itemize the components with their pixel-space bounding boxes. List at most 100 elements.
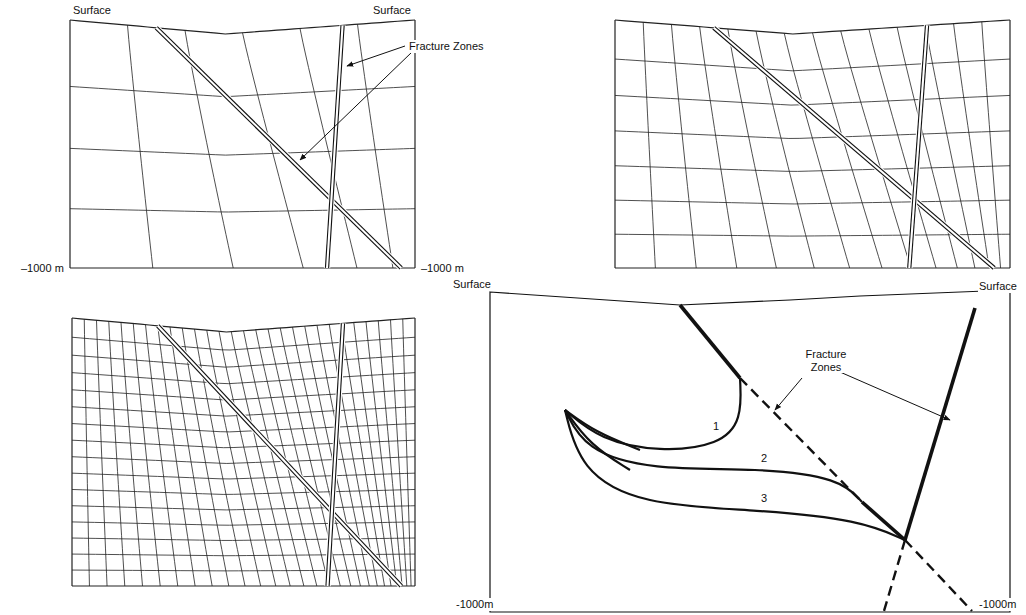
label: –1000 m: [20, 262, 65, 275]
mesh-line: [219, 331, 276, 586]
mesh-panel: [72, 318, 415, 588]
mesh-line: [84, 319, 89, 586]
mesh-line: [256, 330, 317, 586]
mesh-line: [244, 331, 304, 586]
mesh-line: [70, 209, 415, 212]
inferred-fracture: [905, 540, 972, 611]
fracture-zone: [908, 25, 926, 268]
mesh-line: [71, 318, 72, 586]
mesh-line: [756, 31, 814, 268]
mesh-line: [391, 320, 407, 586]
mesh-line: [72, 489, 415, 494]
mesh-line: [121, 322, 143, 586]
callout-number: 3: [760, 492, 768, 505]
label: Surface: [978, 280, 1018, 293]
mesh-line: [615, 166, 1010, 172]
fracture-zone: [329, 25, 345, 268]
label: Surface: [72, 4, 112, 17]
fracture-zone: [905, 308, 975, 540]
mesh-line: [72, 373, 415, 384]
mesh-line: [615, 59, 1010, 71]
mesh-line: [615, 20, 1010, 34]
mesh-line: [182, 328, 229, 586]
mesh-line: [133, 324, 160, 586]
mesh-line: [72, 585, 415, 586]
fracture-zone-fill: [906, 25, 930, 268]
mesh-line: [671, 24, 696, 268]
fracture-zone: [329, 323, 344, 586]
mesh-line: [158, 326, 195, 586]
mesh-line: [207, 330, 261, 586]
mesh-line: [70, 267, 415, 268]
mesh-line: [414, 318, 415, 586]
fracture-zone-fill: [324, 25, 346, 268]
flow-path: [565, 410, 905, 540]
leader-line: [840, 372, 950, 420]
mesh-line: [954, 24, 990, 268]
label: Surface: [452, 278, 492, 291]
callout-number: 2: [760, 452, 768, 465]
fracture-zone-fill: [154, 25, 403, 270]
fracture-zone: [157, 327, 401, 587]
mesh-line: [146, 325, 178, 586]
mesh-line: [70, 20, 415, 34]
fracture-zone-fill: [712, 25, 997, 270]
flow-path: [565, 410, 640, 450]
leader-line: [300, 52, 412, 160]
flow-path: [565, 378, 741, 449]
callout-number: 1: [712, 420, 720, 433]
fracture-zone: [862, 502, 905, 540]
fracture-panel: [490, 290, 1010, 612]
mesh-line: [70, 86, 415, 96]
panel-outline: [490, 290, 1010, 612]
label: Surface: [372, 4, 412, 17]
mesh-line: [414, 20, 415, 268]
fracture-zone: [325, 25, 341, 268]
mesh-line: [700, 27, 737, 268]
fracture-zone: [155, 29, 400, 269]
mesh-line: [615, 200, 1010, 204]
fracture-zone: [157, 27, 402, 267]
mesh-line: [72, 318, 415, 332]
label: –1000 m: [420, 262, 465, 275]
leader-line: [347, 46, 405, 66]
mesh-line: [70, 148, 415, 155]
inferred-fracture: [884, 540, 905, 611]
mesh-line: [615, 267, 1010, 268]
fracture-zone-fill: [324, 323, 346, 586]
mesh-panel: [615, 20, 1010, 270]
fracture-zone: [680, 305, 740, 378]
mesh-panel: [70, 20, 415, 270]
flow-path: [565, 410, 630, 470]
mesh-line: [982, 22, 1001, 268]
mesh-line: [784, 33, 849, 268]
mesh-line: [72, 473, 415, 479]
mesh-line: [97, 320, 108, 586]
inferred-fracture: [740, 378, 862, 502]
mesh-line: [354, 323, 391, 586]
mesh-line: [813, 33, 883, 268]
label: Fracture Zones: [795, 348, 857, 373]
fracture-zone: [159, 325, 403, 585]
label: -1000m: [978, 598, 1017, 611]
mesh-line: [72, 522, 415, 525]
mesh-line: [72, 538, 415, 540]
mesh-line: [614, 20, 615, 268]
mesh-line: [72, 554, 415, 556]
mesh-line: [643, 22, 655, 268]
mesh-line: [69, 20, 70, 268]
mesh-line: [195, 329, 246, 586]
fracture-zone: [715, 27, 995, 267]
mesh-line: [72, 337, 415, 350]
fracture-zone: [713, 29, 993, 269]
fracture-zone: [326, 323, 341, 586]
fracture-zone-fill: [155, 324, 403, 589]
mesh-line: [72, 424, 415, 432]
mesh-line: [1009, 20, 1010, 268]
fracture-zone: [911, 25, 929, 268]
label: Fracture Zones: [408, 40, 485, 53]
mesh-line: [403, 319, 411, 586]
mesh-line: [128, 25, 153, 268]
